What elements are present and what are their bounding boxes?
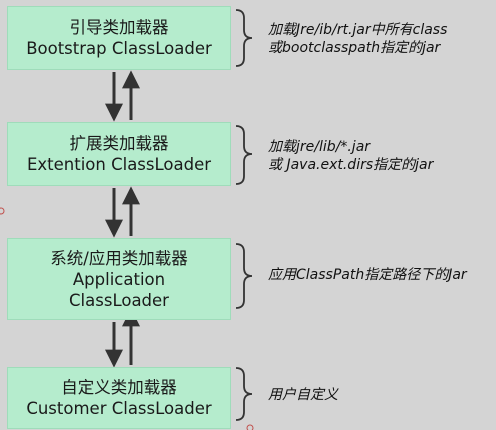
brace-3 bbox=[235, 243, 253, 309]
annotation-line: 或 Java.ext.dirs指定的jar bbox=[268, 157, 434, 173]
application-classloader-box: 系统/应用类加载器 Application ClassLoader bbox=[7, 238, 231, 320]
extension-classloader-box: 扩展类加载器 Extention ClassLoader bbox=[7, 122, 231, 186]
brace-1 bbox=[235, 9, 253, 67]
bootstrap-annotation: 加载Jre/ib/rt.jar中所有class 或bootclasspath指定… bbox=[268, 21, 447, 57]
annotation-line: 用户自定义 bbox=[268, 387, 338, 403]
extension-annotation: 加载jre/lib/*.jar 或 Java.ext.dirs指定的jar bbox=[268, 138, 433, 174]
loader-name: 引导类加载器 bbox=[69, 18, 169, 37]
bootstrap-classloader-box: 引导类加载器 Bootstrap ClassLoader bbox=[7, 6, 231, 70]
loader-class: Bootstrap ClassLoader bbox=[26, 39, 212, 58]
annotation-line: 应用ClassPath指定路径下的Jar bbox=[268, 267, 467, 283]
loader-class: Application bbox=[72, 269, 166, 289]
annotation-line: 加载jre/lib/*.jar bbox=[268, 139, 371, 155]
edge-marker-bottom bbox=[246, 424, 254, 430]
loader-class: ClassLoader bbox=[69, 290, 169, 310]
annotation-line: 或bootclasspath指定的jar bbox=[268, 40, 441, 56]
loader-name: 系统/应用类加载器 bbox=[50, 248, 188, 268]
loader-class: Extention ClassLoader bbox=[26, 155, 212, 174]
customer-annotation: 用户自定义 bbox=[268, 386, 338, 404]
loader-name: 扩展类加载器 bbox=[69, 134, 169, 153]
loader-name: 自定义类加载器 bbox=[61, 378, 177, 397]
loader-class: Customer ClassLoader bbox=[26, 399, 212, 418]
annotation-line: 加载Jre/ib/rt.jar中所有class bbox=[268, 22, 448, 38]
brace-4 bbox=[235, 367, 253, 421]
brace-2 bbox=[235, 125, 253, 185]
edge-marker-left bbox=[0, 207, 5, 215]
customer-classloader-box: 自定义类加载器 Customer ClassLoader bbox=[7, 367, 231, 429]
application-annotation: 应用ClassPath指定路径下的Jar bbox=[268, 266, 467, 284]
